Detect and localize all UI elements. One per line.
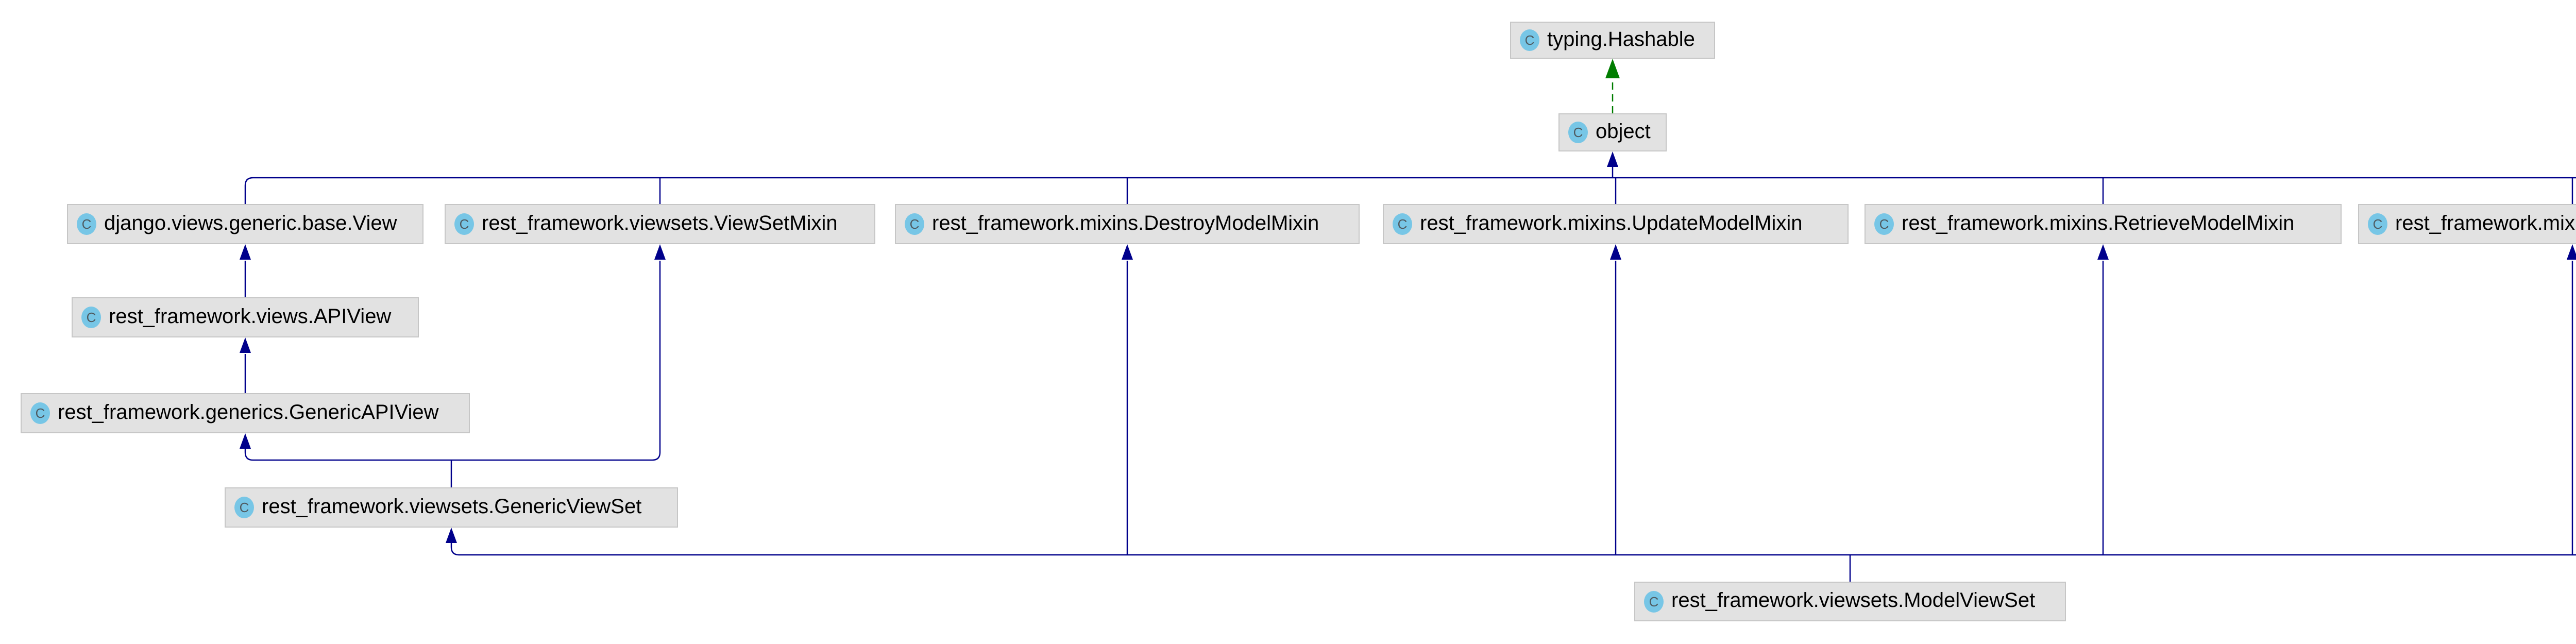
edge-object-to-typing-hashable [1605,59,1620,113]
class-node-typing-hashable[interactable]: C typing.Hashable [1510,22,1715,59]
class-name-label: rest_framework.viewsets.ModelViewSet [1671,589,2036,612]
class-name-label: rest_framework.mixins.ListModelMixin [2395,211,2576,234]
arrowhead-into-apiview [240,337,251,353]
edges-row-classes-to-object [244,151,2576,204]
arrowhead-into-generic-apiview [240,433,251,449]
arrowhead-into-viewset-mixin [654,244,666,260]
class-node-list-mixin[interactable]: C rest_framework.mixins.ListModelMixin [2358,204,2576,244]
class-icon: C [454,213,474,235]
class-icon: C [1874,213,1894,235]
class-name-label: rest_framework.mixins.UpdateModelMixin [1420,211,1803,234]
class-name-label: rest_framework.viewsets.ViewSetMixin [482,211,838,234]
class-node-django-view[interactable]: C django.views.generic.base.View [67,204,423,244]
class-node-generic-apiview[interactable]: C rest_framework.generics.GenericAPIView [21,393,470,433]
class-name-label: rest_framework.views.APIView [109,304,392,328]
class-icon: C [1644,590,1664,613]
arrowhead-into-django-view [240,244,251,260]
class-icon: C [30,402,50,424]
class-icon: C [77,213,96,235]
class-node-retrieve-mixin[interactable]: C rest_framework.mixins.RetrieveModelMix… [1865,204,2342,244]
class-icon: C [1520,29,1539,51]
arrowhead-into-update-mixin [1610,244,1621,260]
edges-model-viewset-to-parents [446,244,2576,582]
edges-generic-viewset-to-parents [240,244,666,487]
class-icon: C [1393,213,1412,235]
class-node-generic-viewset[interactable]: C rest_framework.viewsets.GenericViewSet [225,487,678,528]
class-icon: C [905,213,924,235]
class-node-destroy-mixin[interactable]: C rest_framework.mixins.DestroyModelMixi… [895,204,1360,244]
class-name-label: rest_framework.viewsets.GenericViewSet [262,495,642,518]
class-icon: C [81,307,101,328]
class-node-update-mixin[interactable]: C rest_framework.mixins.UpdateModelMixin [1383,204,1849,244]
arrowhead-into-list-mixin [2567,244,2576,260]
arrowhead-into-object [1607,151,1618,167]
class-icon: C [2368,213,2387,235]
class-name-label: object [1596,120,1651,143]
class-node-object[interactable]: C object [1558,113,1667,151]
class-name-label: django.views.generic.base.View [104,211,397,234]
edge-generic-apiview-to-apiview [240,337,251,393]
class-name-label: typing.Hashable [1547,27,1695,50]
class-node-viewset-mixin[interactable]: C rest_framework.viewsets.ViewSetMixin [445,204,875,244]
arrowhead-into-generic-viewset [446,528,457,543]
class-icon: C [234,497,254,518]
class-node-model-viewset[interactable]: C rest_framework.viewsets.ModelViewSet [1634,582,2066,621]
arrowhead-into-destroy-mixin [1122,244,1133,260]
class-icon: C [1568,122,1588,143]
class-name-label: rest_framework.mixins.DestroyModelMixin [932,211,1319,234]
arrowhead-into-retrieve-mixin [2097,244,2109,260]
arrowhead-into-typing-hashable [1605,59,1620,78]
edge-apiview-to-django-view [240,244,251,297]
class-name-label: rest_framework.mixins.RetrieveModelMixin [1902,211,2295,234]
class-node-apiview[interactable]: C rest_framework.views.APIView [72,297,419,337]
class-name-label: rest_framework.generics.GenericAPIView [58,400,439,423]
